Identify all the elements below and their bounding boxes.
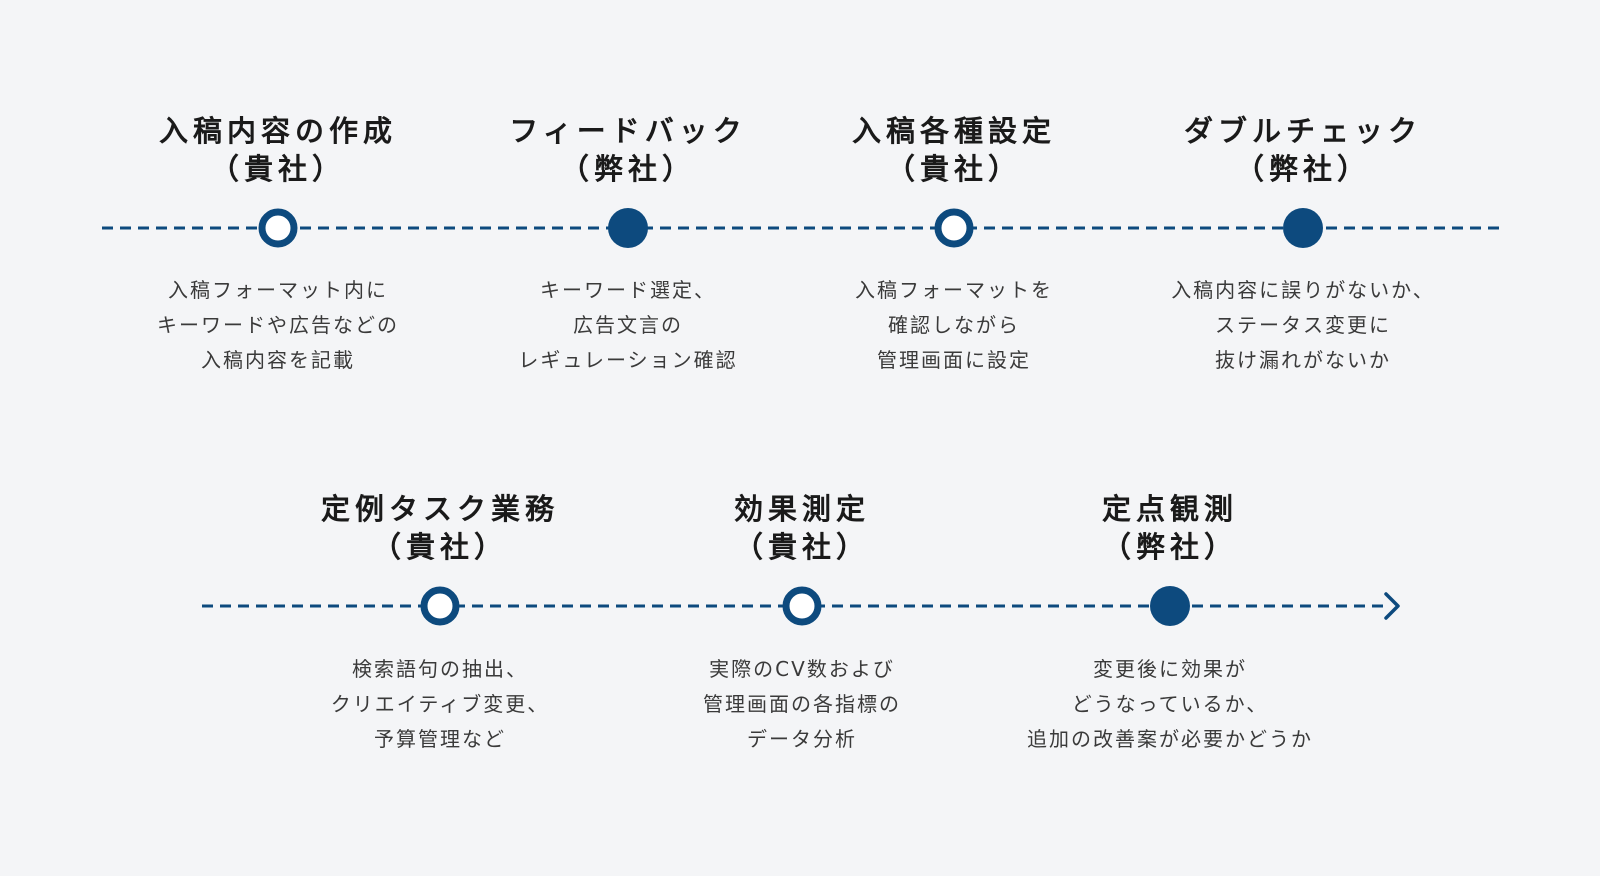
step-description-line: キーワードや広告などの xyxy=(157,313,399,337)
step-title-owner: （弊社） xyxy=(1234,152,1371,186)
step-title-owner: （貴社） xyxy=(371,530,508,564)
step-description-line: 管理画面の各指標の xyxy=(703,692,901,716)
step-description: 入稿内容に誤りがないか、 ステータス変更に 抜け漏れがないか xyxy=(1123,273,1483,378)
step-title-owner: （貴社） xyxy=(885,152,1022,186)
step-title-main: 定点観測 xyxy=(1101,492,1238,526)
step-title: 定点観測 （弊社） xyxy=(1000,490,1340,566)
step-description-line: 変更後に効果が xyxy=(1093,657,1247,681)
step-description-line: レギュレーション確認 xyxy=(518,348,738,372)
step-marker-hollow xyxy=(934,208,974,248)
step-title: ダブルチェック （弊社） xyxy=(1133,112,1473,188)
step-description-line: クリエイティブ変更、 xyxy=(330,692,550,716)
markers-row-2 xyxy=(420,586,1190,626)
step-title: フィードバック （弊社） xyxy=(458,112,798,188)
step-description-line: 広告文言の xyxy=(573,313,683,337)
step-description: 実際のCV数および 管理画面の各指標の データ分析 xyxy=(622,652,982,757)
step-description-line: キーワード選定、 xyxy=(540,278,716,302)
step-description: 変更後に効果が どうなっているか、 追加の改善案が必要かどうか xyxy=(990,652,1350,757)
step-description-line: 検索語句の抽出、 xyxy=(352,657,528,681)
step-title-owner: （貴社） xyxy=(209,152,346,186)
step-description: キーワード選定、 広告文言の レギュレーション確認 xyxy=(448,273,808,378)
step-title: 定例タスク業務 （貴社） xyxy=(270,490,610,566)
step-title-main: 入稿各種設定 xyxy=(851,114,1056,148)
step-marker-hollow xyxy=(420,586,460,626)
step-title: 入稿内容の作成 （貴社） xyxy=(108,112,448,188)
step-title-main: 定例タスク業務 xyxy=(320,492,559,526)
step-description: 入稿フォーマットを 確認しながら 管理画面に設定 xyxy=(774,273,1134,378)
step-title-main: ダブルチェック xyxy=(1183,114,1422,148)
step-description-line: 予算管理など xyxy=(374,727,506,751)
step-marker-filled xyxy=(1150,586,1190,626)
step-description-line: 確認しながら xyxy=(888,313,1020,337)
step-title-main: 入稿内容の作成 xyxy=(158,114,397,148)
step-marker-hollow xyxy=(258,208,298,248)
step-description-line: 実際のCV数および xyxy=(709,657,895,681)
step-description-line: 管理画面に設定 xyxy=(877,348,1031,372)
step-description-line: ステータス変更に xyxy=(1215,313,1391,337)
step-description-line: データ分析 xyxy=(747,727,857,751)
step-description-line: 抜け漏れがないか xyxy=(1215,348,1391,372)
step-title: 入稿各種設定 （貴社） xyxy=(784,112,1124,188)
step-description-line: 入稿内容に誤りがないか、 xyxy=(1171,278,1435,302)
markers-row-1 xyxy=(258,208,1323,248)
step-description-line: 入稿フォーマットを xyxy=(855,278,1053,302)
step-title-owner: （弊社） xyxy=(559,152,696,186)
step-description-line: 入稿フォーマット内に xyxy=(168,278,388,302)
step-title-main: 効果測定 xyxy=(733,492,870,526)
step-title-main: フィードバック xyxy=(509,114,747,148)
step-title-owner: （弊社） xyxy=(1101,530,1238,564)
arrow-right-icon xyxy=(1384,592,1400,620)
step-title: 効果測定 （貴社） xyxy=(632,490,972,566)
step-marker-filled xyxy=(1283,208,1323,248)
step-description-line: 追加の改善案が必要かどうか xyxy=(1027,727,1313,751)
step-marker-hollow xyxy=(782,586,822,626)
step-description: 検索語句の抽出、 クリエイティブ変更、 予算管理など xyxy=(260,652,620,757)
step-marker-filled xyxy=(608,208,648,248)
step-title-owner: （貴社） xyxy=(733,530,870,564)
step-description: 入稿フォーマット内に キーワードや広告などの 入稿内容を記載 xyxy=(98,273,458,378)
step-description-line: どうなっているか、 xyxy=(1071,692,1269,716)
step-description-line: 入稿内容を記載 xyxy=(201,348,355,372)
